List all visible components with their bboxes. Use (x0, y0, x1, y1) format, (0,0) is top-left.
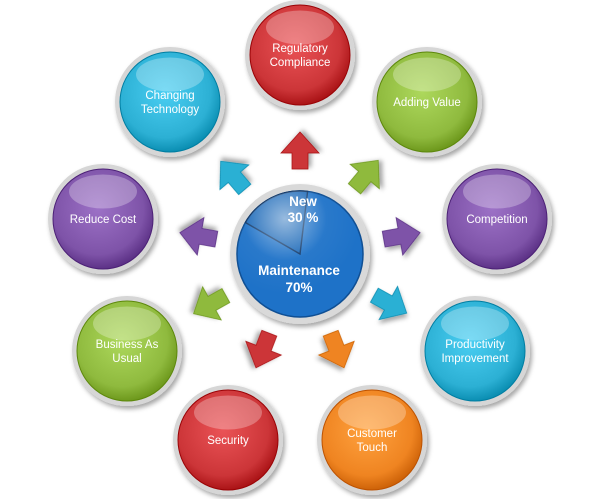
hub-shine (237, 191, 363, 317)
node-label: Customer (347, 428, 397, 440)
node-security: Security (173, 385, 283, 495)
arrow-to-productivity-improvement (369, 285, 408, 321)
node-label: Compliance (270, 57, 331, 69)
node-circle (249, 4, 351, 106)
node-circle (321, 389, 423, 491)
node-label: Touch (357, 442, 388, 454)
arrow-to-changing-technology (219, 160, 252, 196)
arrow-to-competition (381, 216, 421, 256)
node-circle (376, 51, 478, 153)
node-label: Improvement (441, 353, 509, 365)
center-hub: New 30 % Maintenance 70% (230, 184, 370, 324)
node-highlight (194, 395, 262, 430)
new-percent: 30 % (288, 210, 319, 225)
arrow-icon (280, 131, 320, 170)
node-circle (76, 300, 178, 402)
node-label: Security (207, 435, 249, 447)
node-highlight (441, 306, 509, 341)
node-highlight (338, 395, 406, 430)
arrow-to-security (245, 329, 283, 369)
node-adding-value: Adding Value (372, 47, 482, 157)
node-reduce-cost: Reduce Cost (48, 164, 158, 274)
node-label: Business As (96, 339, 159, 351)
node-business-as-usual: Business As Usual (72, 296, 182, 406)
node-circle (52, 168, 154, 270)
node-label: Usual (112, 353, 141, 365)
arrow-icon (245, 329, 283, 369)
node-label: Competition (466, 214, 527, 226)
arrow-to-regulatory-compliance (280, 131, 320, 170)
node-label: Productivity (445, 339, 505, 351)
node-highlight (136, 57, 204, 92)
arrow-icon (369, 285, 408, 321)
node-circle (119, 51, 221, 153)
node-competition: Competition (442, 164, 552, 274)
node-label: Changing (145, 90, 194, 102)
arrow-icon (381, 216, 421, 256)
arrow-to-adding-value (347, 159, 380, 195)
node-highlight (463, 174, 531, 209)
arrow-icon (317, 329, 355, 369)
node-label: Regulatory (272, 43, 328, 55)
node-circle (446, 168, 548, 270)
arrow-icon (193, 285, 231, 321)
maintenance-percent: 70% (285, 280, 312, 295)
arrow-to-reduce-cost (179, 216, 219, 256)
node-highlight (93, 306, 161, 341)
new-label: New (289, 194, 317, 209)
node-label: Adding Value (393, 97, 461, 109)
node-highlight (266, 10, 334, 45)
arrow-icon (219, 160, 252, 196)
arrow-icon (347, 159, 380, 195)
arrow-to-customer-touch (317, 329, 355, 369)
arrow-to-business-as-usual (193, 285, 231, 321)
arrows-layer (179, 131, 421, 369)
node-label: Technology (141, 104, 199, 116)
node-highlight (69, 174, 137, 209)
arrow-icon (179, 216, 219, 256)
node-circle (424, 300, 526, 402)
node-circle (177, 389, 279, 491)
maintenance-label: Maintenance (258, 263, 340, 278)
node-highlight (393, 57, 461, 92)
node-label: Reduce Cost (70, 214, 137, 226)
